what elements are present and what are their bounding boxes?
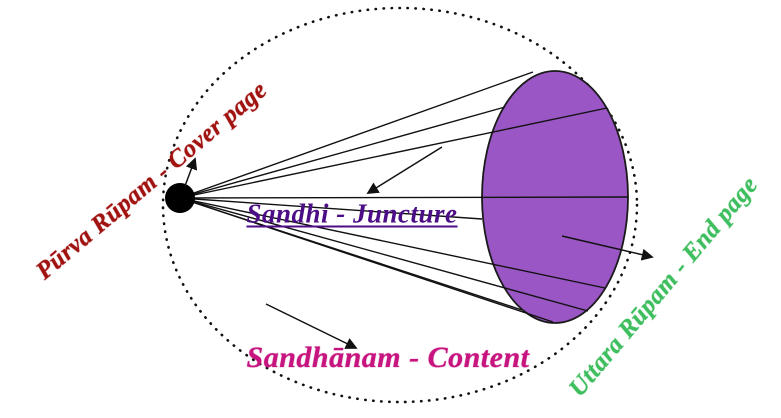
cone-fan-lines (179, 71, 629, 323)
fan-line-upper-chord (179, 107, 608, 199)
fan-line-lower-2 (179, 197, 589, 312)
fan-line-axis-lower (179, 197, 483, 220)
fan-line-axis (179, 196, 629, 199)
annotation-arrows (184, 146, 654, 349)
fan-line-lower-1 (179, 197, 606, 289)
dotted-boundary-ellipse (161, 6, 639, 404)
fan-line-upper-2 (179, 106, 506, 199)
arrow-to-content (265, 303, 358, 349)
fan-line-top (179, 71, 534, 199)
arrow-to-cover-page (184, 157, 198, 187)
label-sandhanam-content: Sandhānam - Content (246, 341, 530, 374)
fan-line-bottom (179, 197, 523, 311)
cone-apex-dot (165, 183, 195, 213)
arrow-to-juncture (366, 146, 443, 194)
label-sandhi-juncture: Sandhi - Juncture (246, 198, 458, 229)
arrow-to-end-page (561, 235, 654, 261)
